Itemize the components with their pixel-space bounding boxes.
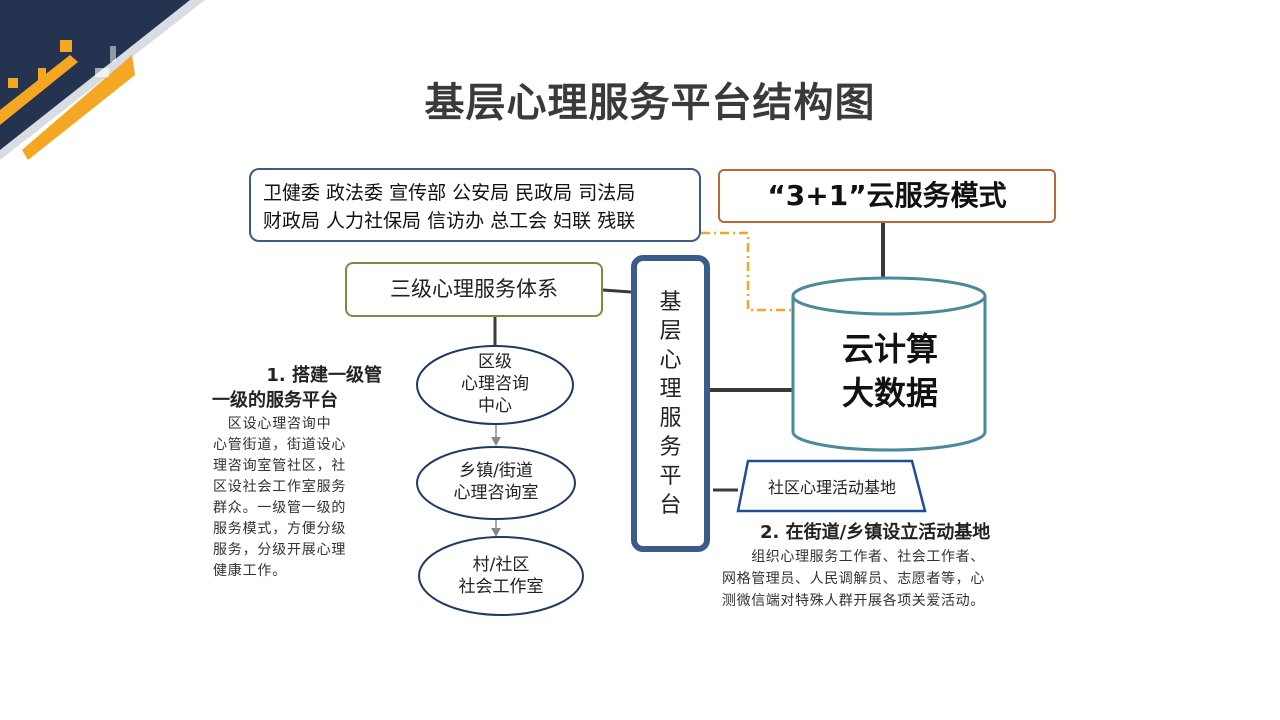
right-note-title: 2. 在街道/乡镇设立活动基地	[760, 522, 991, 543]
district-center-ellipse	[416, 345, 574, 425]
district-center-line-2: 心理咨询	[461, 374, 529, 394]
departments-box: 卫健委 政法委 宣传部 公安局 民政局 司法局 财政局 人力社保局 信访办 总工…	[249, 168, 701, 242]
grassroots-platform-box: 基 层 心 理 服 务 平 台	[631, 255, 710, 552]
left-note-title-line-2: 一级的服务平台	[212, 390, 338, 411]
right-note-body: 组织心理服务工作者、社会工作者、 网格管理员、人民调解员、志愿者等，心 测微信端…	[722, 546, 1062, 612]
left-note-title: 1. 搭建一级管 一级的服务平台	[212, 363, 382, 413]
platform-char: 平	[659, 463, 682, 489]
departments-line-1: 卫健委 政法委 宣传部 公安局 民政局 司法局	[263, 182, 636, 204]
community-room-line-2: 社会工作室	[458, 577, 544, 597]
platform-char: 服	[659, 405, 682, 431]
platform-char: 基	[659, 289, 682, 315]
district-center-label: 区级 心理咨询 中心	[417, 351, 573, 417]
left-note-line: 服务模式，方便分级	[213, 521, 347, 537]
community-room-label: 村/社区 社会工作室	[419, 554, 583, 598]
left-note-title-line-1: 1. 搭建一级管	[266, 365, 382, 386]
platform-char: 台	[659, 492, 682, 518]
left-note-line: 区设心理咨询中	[213, 416, 332, 432]
activity-base-shape	[736, 459, 927, 513]
left-note-body: 区设心理咨询中 心管街道，街道设心 理咨询室管社区，社 区设社会工作室服务 群众…	[213, 414, 381, 582]
page-title: 基层心理服务平台结构图	[424, 80, 876, 126]
district-center-line-3: 中心	[478, 396, 512, 416]
platform-char: 务	[659, 434, 682, 460]
activity-base-label: 社区心理活动基地	[767, 478, 896, 497]
left-note-line: 健康工作。	[213, 563, 287, 579]
community-room-line-1: 村/社区	[472, 555, 530, 575]
left-note-line: 理咨询室管社区，社	[213, 458, 347, 474]
left-note-line: 心管街道，街道设心	[213, 437, 347, 453]
town-room-line-1: 乡镇/街道	[459, 461, 533, 481]
community-room-ellipse	[418, 536, 584, 616]
cloud-cylinder-line-1: 云计算	[841, 330, 938, 368]
platform-char: 理	[659, 376, 682, 402]
left-note-line: 群众。一级管一级的	[213, 500, 347, 516]
cloud-cylinder-shape	[791, 276, 987, 452]
cloud-cylinder-line-2: 大数据	[841, 374, 938, 412]
district-center-line-1: 区级	[478, 352, 512, 372]
town-room-line-2: 心理咨询室	[453, 483, 539, 503]
departments-line-2: 财政局 人力社保局 信访办 总工会 妇联 残联	[263, 210, 636, 232]
three-level-system-box: 三级心理服务体系	[345, 262, 603, 317]
left-note-line: 区设社会工作室服务	[213, 479, 347, 495]
town-room-ellipse	[416, 446, 576, 520]
right-note-line: 测微信端对特殊人群开展各项关爱活动。	[722, 593, 985, 609]
left-note-line: 服务，分级开展心理	[213, 542, 347, 558]
platform-char: 心	[659, 347, 682, 373]
cloud-service-mode-box: “3+1”云服务模式	[718, 169, 1056, 223]
right-note-line: 组织心理服务工作者、社会工作者、	[722, 549, 985, 565]
town-room-label: 乡镇/街道 心理咨询室	[417, 460, 575, 504]
right-note-line: 网格管理员、人民调解员、志愿者等，心	[722, 571, 985, 587]
platform-char: 层	[659, 318, 682, 344]
cloud-cylinder-label: 云计算 大数据	[800, 327, 980, 415]
